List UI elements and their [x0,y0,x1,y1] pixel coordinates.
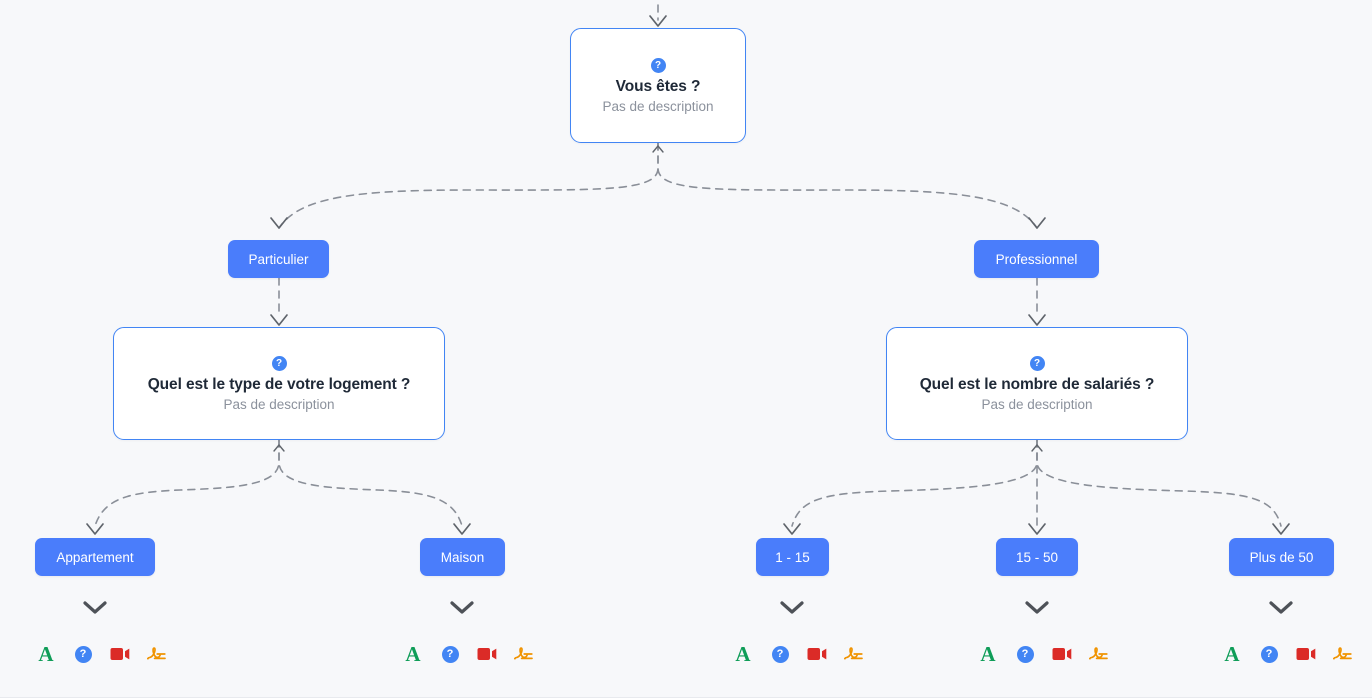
text-icon-glyph: A [38,641,54,666]
signature-icon-glyph [1333,647,1352,660]
text-icon-glyph: A [980,641,996,666]
video-icon-glyph [110,648,130,660]
question-description: Pas de description [602,98,714,114]
video-icon-glyph [477,648,497,660]
signature-icon-glyph [1089,647,1108,660]
signature-icon-glyph [514,647,533,660]
question-icon[interactable]: ? [1259,644,1279,664]
video-icon-glyph [1296,648,1316,660]
text-icon[interactable]: A [733,641,753,666]
expand-chevron-1-15[interactable] [777,598,807,618]
text-icon[interactable]: A [403,641,423,666]
signature-icon[interactable] [844,644,864,664]
leaf-toolbar-15-50[interactable]: A ? [978,643,1109,665]
answer-pill-plus-de-50[interactable]: Plus de 50 [1229,538,1334,576]
question-node-logement[interactable]: ? Quel est le type de votre logement ? P… [113,327,445,440]
question-type-badge: ? [271,355,287,371]
video-icon[interactable] [1296,644,1316,664]
question-icon-glyph: ? [1016,645,1034,663]
text-icon-glyph: A [405,641,421,666]
question-icon-glyph: ? [771,645,789,663]
video-icon[interactable] [807,644,827,664]
text-icon[interactable]: A [1222,641,1242,666]
question-title: Quel est le nombre de salariés ? [919,375,1155,393]
signature-icon-glyph [844,647,863,660]
expand-chevron-15-50[interactable] [1022,598,1052,618]
video-icon-glyph [1052,648,1072,660]
question-description: Pas de description [223,396,335,412]
question-title: Vous êtes ? [615,77,701,95]
video-icon[interactable] [110,644,130,664]
question-icon-glyph: ? [441,645,459,663]
chevron-down-icon [780,601,804,614]
question-icon[interactable]: ? [770,644,790,664]
question-icon[interactable]: ? [73,644,93,664]
chevron-down-icon [450,601,474,614]
answer-pill-professionnel[interactable]: Professionnel [974,240,1099,278]
text-icon[interactable]: A [978,641,998,666]
video-icon[interactable] [1052,644,1072,664]
leaf-toolbar-appartement[interactable]: A ? [36,643,167,665]
question-icon[interactable]: ? [440,644,460,664]
video-icon[interactable] [477,644,497,664]
question-type-badge: ? [650,57,666,73]
answer-pill-maison[interactable]: Maison [420,538,505,576]
text-icon[interactable]: A [36,641,56,666]
leaf-toolbar-plus-de-50[interactable]: A ? [1222,643,1353,665]
expand-chevron-maison[interactable] [447,598,477,618]
signature-icon-glyph [147,647,166,660]
chevron-down-icon [1269,601,1293,614]
video-icon-glyph [807,648,827,660]
answer-pill-appartement[interactable]: Appartement [35,538,155,576]
answer-pill-particulier[interactable]: Particulier [228,240,329,278]
leaf-toolbar-maison[interactable]: A ? [403,643,534,665]
question-icon[interactable]: ? [1015,644,1035,664]
answer-pill-1-15[interactable]: 1 - 15 [756,538,829,576]
signature-icon[interactable] [147,644,167,664]
question-node-salaries[interactable]: ? Quel est le nombre de salariés ? Pas d… [886,327,1188,440]
expand-chevron-plus-de-50[interactable] [1266,598,1296,618]
question-node-root[interactable]: ? Vous êtes ? Pas de description [570,28,746,143]
leaf-toolbar-1-15[interactable]: A ? [733,643,864,665]
chevron-down-icon [83,601,107,614]
chevron-down-icon [1025,601,1049,614]
signature-icon[interactable] [514,644,534,664]
text-icon-glyph: A [1224,641,1240,666]
question-type-badge: ? [1029,355,1045,371]
signature-icon[interactable] [1089,644,1109,664]
expand-chevron-appartement[interactable] [80,598,110,618]
question-title: Quel est le type de votre logement ? [147,375,411,393]
signature-icon[interactable] [1333,644,1353,664]
question-icon-glyph: ? [1260,645,1278,663]
question-icon-glyph: ? [74,645,92,663]
text-icon-glyph: A [735,641,751,666]
answer-pill-15-50[interactable]: 15 - 50 [996,538,1078,576]
question-description: Pas de description [981,396,1093,412]
